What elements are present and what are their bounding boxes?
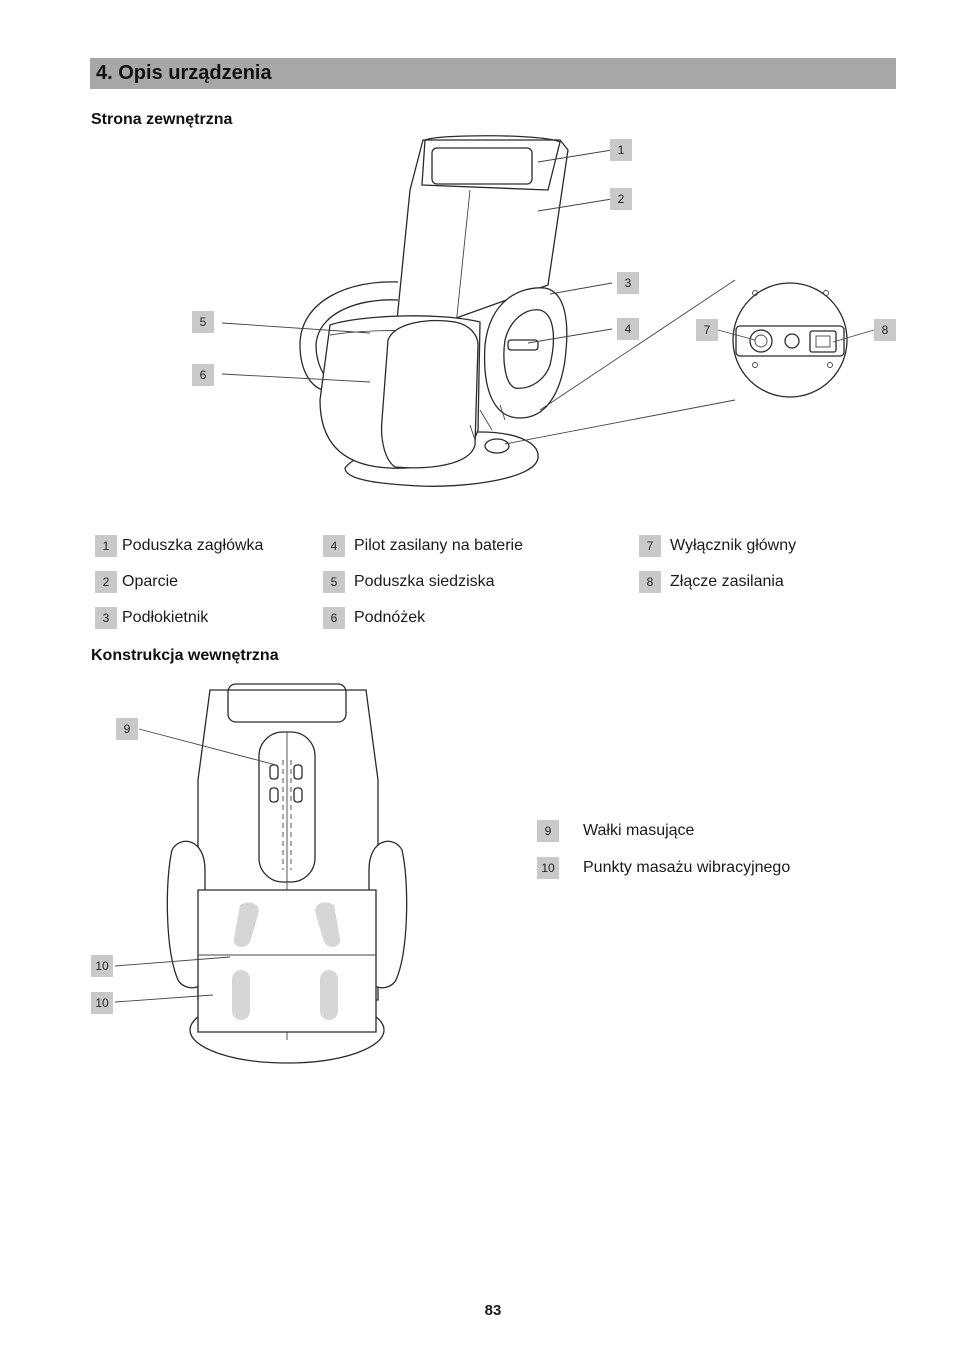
legend-badge-10: 10 bbox=[537, 857, 559, 879]
chair-interior-drawing bbox=[114, 683, 408, 1064]
legend-badge-8: 8 bbox=[639, 571, 661, 593]
legend-badge-9: 9 bbox=[537, 820, 559, 842]
legend-label-5: Poduszka siedziska bbox=[354, 573, 495, 590]
legend-badge-2: 2 bbox=[95, 571, 117, 593]
callout-2: 2 bbox=[610, 188, 632, 210]
callout-8: 8 bbox=[874, 319, 896, 341]
legend-badge-4: 4 bbox=[323, 535, 345, 557]
page-number: 83 bbox=[484, 1302, 502, 1319]
callout-6: 6 bbox=[192, 364, 214, 386]
legend-label-9: Wałki masujące bbox=[583, 822, 695, 839]
legend-badge-5: 5 bbox=[323, 571, 345, 593]
exterior-heading: Strona zewnętrzna bbox=[91, 111, 233, 128]
callout-3: 3 bbox=[617, 272, 639, 294]
callout-9: 9 bbox=[116, 718, 138, 740]
legend-badge-1: 1 bbox=[95, 535, 117, 557]
legend-badge-6: 6 bbox=[323, 607, 345, 629]
callout-5: 5 bbox=[192, 311, 214, 333]
legend-label-4: Pilot zasilany na baterie bbox=[354, 537, 523, 554]
chair-exterior-drawing bbox=[221, 135, 736, 487]
legend-badge-3: 3 bbox=[95, 607, 117, 629]
section-title: 4. Opis urządzenia bbox=[96, 62, 272, 84]
legend-label-8: Złącze zasilania bbox=[670, 573, 784, 590]
interior-heading: Konstrukcja wewnętrzna bbox=[91, 647, 279, 664]
power-panel-detail bbox=[717, 282, 875, 398]
legend-label-10: Punkty masażu wibracyjnego bbox=[583, 859, 791, 876]
legend-label-6: Podnóżek bbox=[354, 609, 426, 626]
legend-label-3: Podłokietnik bbox=[122, 609, 209, 626]
legend-label-1: Poduszka zagłówka bbox=[122, 537, 264, 554]
legend-label-2: Oparcie bbox=[122, 573, 179, 590]
section-header-bar: 4. Opis urządzenia bbox=[90, 58, 896, 89]
callout-4: 4 bbox=[617, 318, 639, 340]
legend-badge-7: 7 bbox=[639, 535, 661, 557]
callout-1: 1 bbox=[610, 139, 632, 161]
callout-10-upper: 10 bbox=[91, 955, 113, 977]
callout-7: 7 bbox=[696, 319, 718, 341]
legend-label-7: Wyłącznik główny bbox=[670, 537, 797, 554]
callout-10-lower: 10 bbox=[91, 992, 113, 1014]
